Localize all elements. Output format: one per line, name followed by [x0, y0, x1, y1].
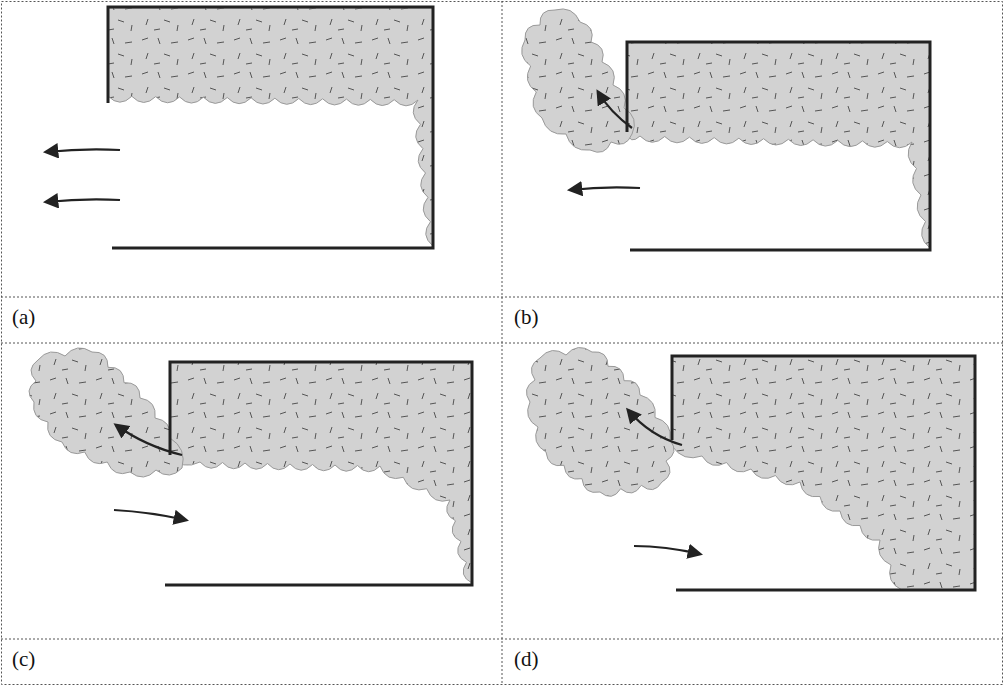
smoke-layer	[29, 8, 975, 590]
smoke-cloud	[672, 356, 975, 590]
smoke-cloud	[170, 362, 472, 583]
smoke-cloud	[526, 347, 674, 496]
smoke-cloud	[29, 348, 183, 477]
smoke-cloud	[627, 42, 930, 248]
smoke-cloud	[108, 8, 433, 246]
smoke-cloud	[522, 9, 635, 152]
panel-label: (b)	[512, 305, 541, 330]
panel-label: (d)	[512, 647, 541, 672]
flow-arrows	[46, 92, 700, 554]
room-walls	[108, 7, 975, 590]
panel-label: (c)	[10, 647, 37, 672]
panel-label: (a)	[10, 305, 37, 330]
